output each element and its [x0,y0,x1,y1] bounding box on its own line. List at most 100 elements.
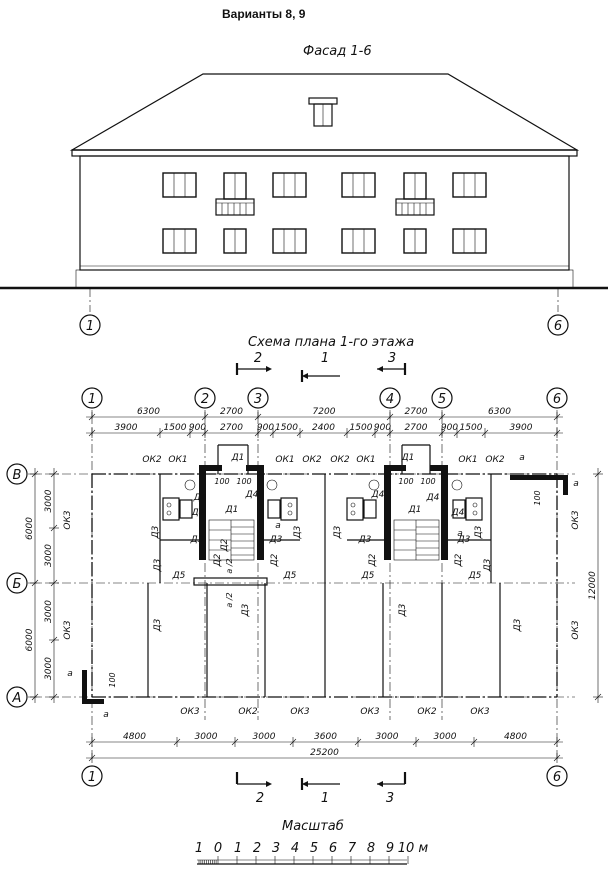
scale-tick-9: 8 [367,841,375,856]
section-mark-3-bottom: 3 [386,791,394,806]
axis-top-2-label: 2 [201,392,209,407]
dim-bottom-1-3: 3600 [314,732,337,742]
section-marks-bottom [235,772,407,790]
dim-left-inner-2: 3000 [44,600,54,623]
door-label-d5-2: Д5 [361,571,375,581]
door-label-d1-1: Д1 [401,453,415,463]
label-a-5: а [457,529,463,539]
dim-top-2-9: 2700 [405,423,428,433]
dim-bottom-total-0: 25200 [310,748,339,758]
door-label-d3-7: Д3 [241,603,251,617]
door-label-d2-4: Д2 [220,538,230,552]
dim-bottom-1-0: 4800 [123,732,146,742]
window-label-ok3-side-3: ОК3 [571,620,581,639]
facade-title: Фасад 1-6 [303,44,372,59]
label-a-0: а [519,453,525,463]
dim-left-inner-1: 3000 [44,544,54,567]
scale-tick-2: 1 [234,841,242,856]
dim-left-inner-3: 3000 [44,657,54,680]
dim-100-3: 100 [420,477,435,486]
door-label-d2-0: Д2 [213,553,223,567]
door-label-d3-5: Д3 [483,558,493,572]
dim-top-2-0: 3900 [115,423,138,433]
axis-left-А-bubble [6,686,28,708]
axis-top-6-label: 6 [553,392,561,407]
scale-tick-11: 10 м [398,841,429,856]
door-label-d3-8: Д3 [398,603,408,617]
window-label-4: ОК2 [330,455,349,465]
scale-tick-1: 0 [214,841,222,856]
section-mark-2-bottom: 2 [256,791,264,806]
window-label-ok3-side-0: ОК3 [63,510,73,529]
door-label-d5-1: Д5 [283,571,297,581]
label-a-2: а [67,669,73,679]
door-label-d3-6: Д3 [153,618,163,632]
door-label-d3-0: Д3 [151,525,161,539]
dim-bottom-1-5: 3000 [434,732,457,742]
scale-tick-5: 4 [291,841,299,856]
axis-top-4-bubble [379,387,401,409]
section-mark-3-top: 3 [388,351,396,366]
section-mark-1-top: 1 [321,351,329,366]
stairs [208,519,440,561]
door-label-d3-1: Д3 [293,525,303,539]
dim-100-corner-bl: 100 [108,672,117,687]
dim-top-2-5: 1500 [275,423,298,433]
dim-right-0: 12000 [588,571,598,600]
dim-top-1-0: 6300 [137,407,160,417]
dim-left-outer-1: 6000 [25,628,35,651]
window-label-ok3-bottom-3: ОК3 [470,707,489,717]
dim-bottom-1-1: 3000 [195,732,218,742]
window-label-ok3-bottom-1: ОК3 [290,707,309,717]
dim-left-inner-0: 3000 [44,489,54,512]
window-label-0: ОК2 [142,455,161,465]
axis-left-Б-bubble [6,572,28,594]
interior-walls [147,444,501,697]
axis-bottom-6-bubble [546,765,568,787]
axis-top-3-bubble [247,387,269,409]
kitchen-fixtures [162,479,483,521]
window-label-ok3-bottom-0: ОК3 [180,707,199,717]
section-marks-top [235,363,407,382]
facade-axis-bubble-left [79,314,101,336]
scale-tick-6: 5 [310,841,318,856]
door-label-d3b-0: Д3 [190,535,204,545]
facade-drawing [0,73,608,312]
axis-bottom-1-bubble [81,765,103,787]
door-label-d4-1: Д4 [245,490,259,500]
dim-bottom-1-4: 3000 [376,732,399,742]
dim-top-2-3: 2700 [220,423,243,433]
dim-top-2-11: 1500 [460,423,483,433]
scale-tick-4: 3 [272,841,280,856]
scale-tick-8: 7 [348,841,357,856]
window-label-2: ОК1 [275,455,294,465]
door-label-d4-5: Д4 [426,493,440,503]
door-label-d3-4: Д3 [153,558,163,572]
window-label-ok2-bottom-0: ОК2 [238,707,257,717]
axis-bottom-6-label: 6 [553,770,561,785]
door-label-d1-3: Д1 [408,505,422,515]
section-mark-2-top: 2 [254,351,262,366]
dim-100-1: 100 [236,477,251,486]
door-label-d4-4: Д4 [193,493,207,503]
door-label-d3-2: Д3 [333,525,343,539]
window-label-ok3-side-1: ОК3 [63,620,73,639]
variant-title: Варианты 8, 9 [222,7,306,21]
door-label-d5-0: Д5 [172,571,186,581]
label-a2-1: а /2 [225,592,234,607]
door-label-d4-2: Д4 [371,490,385,500]
section-mark-1-bottom: 1 [321,791,329,806]
door-label-d4-0: Д4 [191,508,205,518]
scale-tick-10: 9 [386,841,394,856]
axis-top-3-label: 3 [254,392,262,407]
door-label-d4-3: Д4 [451,508,465,518]
label-a-4: а [275,521,281,531]
axis-top-5-label: 5 [438,392,446,407]
window-label-1: ОК1 [168,455,187,465]
dim-top-1-4: 6300 [488,407,511,417]
scale-tick-3: 2 [253,841,261,856]
window-label-5: ОК1 [356,455,375,465]
door-label-d3b-3: Д3 [457,535,471,545]
axis-top-1-label: 1 [88,392,96,407]
